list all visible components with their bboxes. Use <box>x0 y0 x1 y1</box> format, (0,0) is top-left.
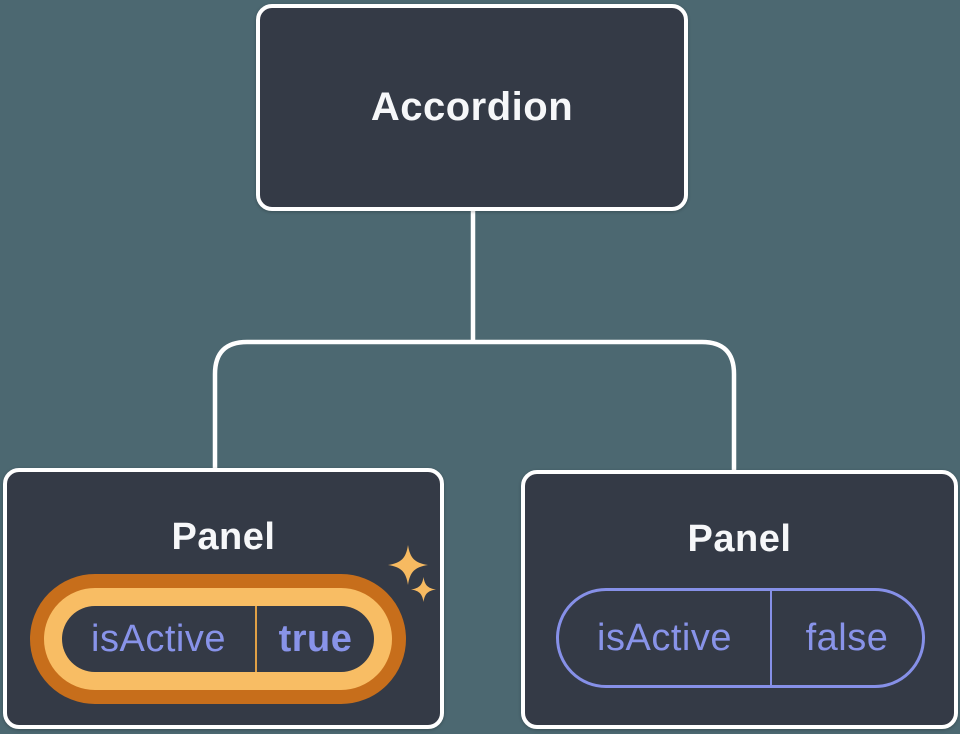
node-panel-label: Panel <box>171 516 276 558</box>
state-key-label: isActive <box>597 616 732 659</box>
node-panel-label: Panel <box>687 518 792 560</box>
node-accordion: Accordion <box>256 4 688 211</box>
pill-divider <box>255 606 257 672</box>
state-pill-body: isActive true <box>62 606 374 672</box>
pill-divider <box>770 591 772 685</box>
state-pill-inactive: isActive false <box>556 588 925 688</box>
connector-branch <box>212 339 737 471</box>
state-pill-active: isActive true <box>30 574 406 704</box>
sparkle-icon <box>411 577 436 602</box>
node-accordion-label: Accordion <box>370 85 574 129</box>
state-value-label: false <box>805 616 889 659</box>
sparkle-icon <box>388 545 428 585</box>
state-key-label: isActive <box>91 617 226 660</box>
node-panel-active: Panel isActive true <box>3 468 444 729</box>
node-panel-inactive: Panel isActive false <box>521 470 958 729</box>
state-value-label: true <box>278 617 353 660</box>
